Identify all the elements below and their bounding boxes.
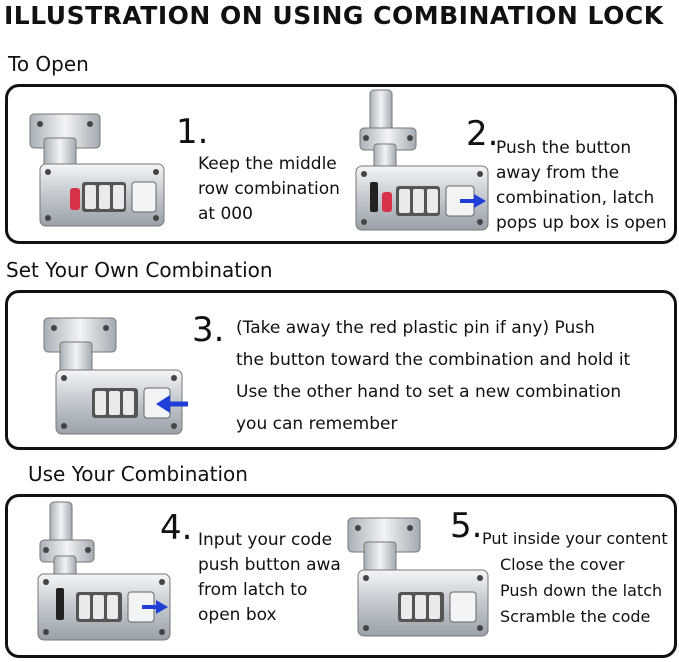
step-2-text: Push the button away from the combinatio… bbox=[496, 136, 667, 236]
step-5-text: Put inside your content Close the cover … bbox=[482, 526, 676, 630]
step-4-line: from latch to bbox=[198, 580, 308, 600]
step-2-number: 2. bbox=[466, 114, 499, 154]
section-label-to-open: To Open bbox=[8, 52, 89, 76]
step-4-line: push button awa bbox=[198, 555, 341, 575]
step-2-line: combination, latch bbox=[496, 188, 655, 208]
step-3-text: (Take away the red plastic pin if any) P… bbox=[236, 312, 630, 440]
combination-lock-closed-scrambled-illustration bbox=[347, 517, 489, 637]
step-1-line: at 000 bbox=[198, 204, 253, 224]
section-label-use-combination: Use Your Combination bbox=[28, 462, 248, 486]
step-2-line: Push the button bbox=[496, 138, 632, 158]
step-5-line: Put inside your content bbox=[482, 529, 668, 548]
step-3-line: (Take away the red plastic pin if any) P… bbox=[236, 318, 595, 338]
step-5-line: Scramble the code bbox=[500, 607, 651, 626]
step-4-text: Input your code push button awa from lat… bbox=[198, 528, 358, 628]
combination-lock-open-illustration bbox=[355, 89, 489, 231]
step-2-line: away from the bbox=[496, 163, 620, 183]
combination-lock-closed-illustration bbox=[29, 113, 165, 227]
step-3-line: Use the other hand to set a new combinat… bbox=[236, 382, 622, 402]
combination-lock-input-code-illustration bbox=[37, 501, 171, 641]
step-2-line: pops up box is open bbox=[496, 213, 667, 233]
step-4-line: open box bbox=[198, 605, 277, 625]
step-1-number: 1. bbox=[176, 112, 209, 152]
step-3-line: the button toward the combination and ho… bbox=[236, 350, 631, 370]
step-5-line: Close the cover bbox=[500, 555, 625, 574]
step-5-line: Push down the latch bbox=[500, 581, 663, 600]
step-1-line: row combination bbox=[198, 179, 340, 199]
step-3-number: 3. bbox=[192, 310, 225, 350]
page-title: ILLUSTRATION ON USING COMBINATION LOCK bbox=[4, 1, 664, 30]
step-4-number: 4. bbox=[160, 508, 193, 548]
combination-lock-set-illustration bbox=[43, 317, 188, 435]
step-1-text: Keep the middle row combination at 000 bbox=[198, 152, 340, 227]
step-1-line: Keep the middle bbox=[198, 154, 337, 174]
step-3-line: you can remember bbox=[236, 414, 398, 434]
step-4-line: Input your code bbox=[198, 530, 333, 550]
step-5-number: 5. bbox=[450, 506, 483, 546]
section-label-set-combination: Set Your Own Combination bbox=[6, 258, 273, 282]
